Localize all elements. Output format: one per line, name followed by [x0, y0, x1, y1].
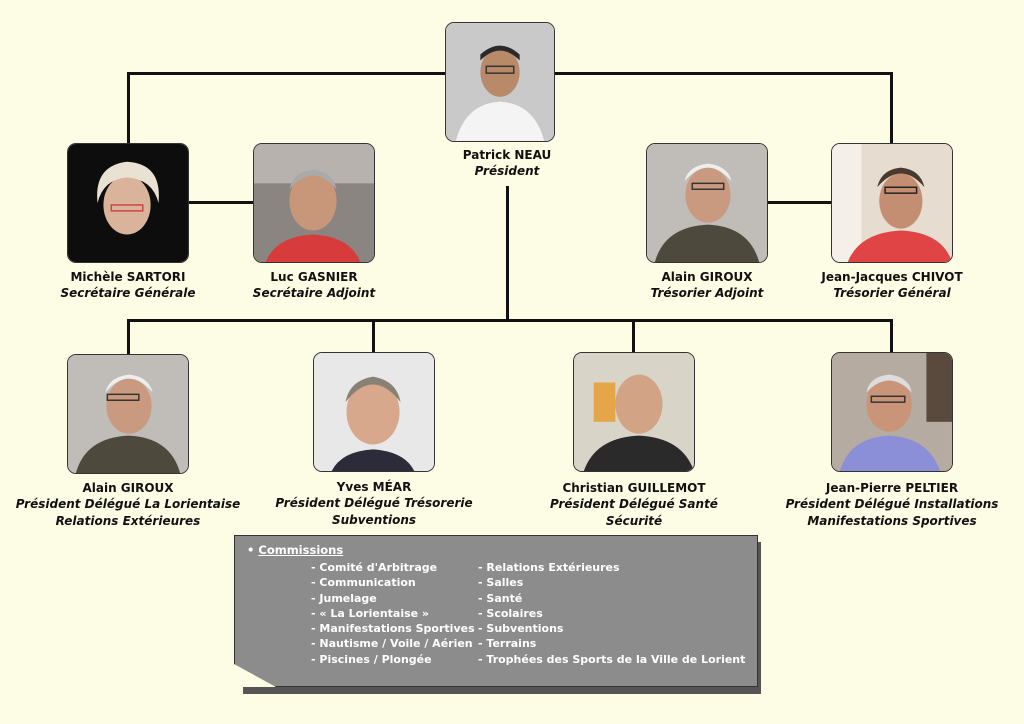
row2-name-2: Yves MÉAR [336, 480, 412, 494]
row2-role-1: Président Délégué La Lorientaise Relatio… [16, 496, 240, 530]
row2-role-1-line2: Relations Extérieures [55, 514, 201, 528]
connector-drop-1 [127, 319, 130, 355]
row2-role-1-line1: Président Délégué La Lorientaise [15, 497, 241, 511]
connector-secretaries [189, 201, 253, 204]
commissions-box-fold [234, 664, 276, 687]
giroux-photo-1 [646, 143, 768, 263]
commission-item: - « La Lorientaise » [311, 606, 430, 620]
connector-left-drop [127, 72, 130, 144]
chivot-photo [831, 143, 953, 263]
row1-role-2: Secrétaire Adjoint [252, 286, 376, 300]
commissions-title-text: Commissions [258, 543, 344, 557]
president-name: Patrick NEAU [462, 148, 552, 162]
commission-item: - Santé [478, 591, 523, 605]
row2-role-2-line1: Président Délégué Trésorerie [275, 496, 473, 510]
row2-role-2: Président Délégué Trésorerie Subventions [275, 495, 472, 529]
commission-item: - Manifestations Sportives [311, 622, 475, 636]
president-photo [445, 22, 555, 142]
commission-item: - Piscines / Plongée [311, 652, 432, 666]
row2-role-4: Président Délégué Installations Manifest… [786, 496, 999, 530]
row2-name-4: Jean-Pierre PELTIER [825, 481, 959, 495]
commissions-title: • Commissions [247, 543, 343, 557]
commission-item: - Scolaires [478, 606, 543, 620]
sartori-photo [67, 143, 189, 263]
commission-item: - Comité d'Arbitrage [311, 561, 438, 574]
connector-drop-2 [372, 319, 375, 353]
commission-item: - Salles [478, 576, 524, 590]
guillemot-photo [573, 352, 695, 472]
row2-role-4-line1: Président Délégué Installations [785, 497, 999, 511]
gasnier-photo [253, 143, 375, 263]
connector-bottom-horizontal [127, 319, 893, 322]
commissions-right-list: - Relations Extérieures - Salles - Santé… [478, 560, 745, 667]
row2-name-1: Alain GIROUX [82, 481, 174, 495]
commission-item: - Relations Extérieures [478, 561, 620, 574]
peltier-photo [831, 352, 953, 472]
commission-item: - Jumelage [311, 591, 377, 605]
president-role: Président [474, 164, 540, 178]
commission-item: - Communication [311, 576, 416, 590]
row1-role-4: Trésorier Général [833, 286, 951, 300]
connector-president-down [506, 186, 509, 321]
commissions-left-list: - Comité d'Arbitrage - Communication - J… [311, 560, 475, 667]
row2-role-3-line2: Sécurité [605, 514, 663, 528]
giroux-photo-2 [67, 354, 189, 474]
connector-right-drop [890, 72, 893, 144]
commission-item: - Trophées des Sports de la Ville de Lor… [478, 652, 746, 666]
row2-role-4-line2: Manifestations Sportives [807, 514, 977, 528]
commissions-box [234, 535, 758, 687]
row1-role-3: Trésorier Adjoint [650, 286, 764, 300]
row1-name-4: Jean-Jacques CHIVOT [821, 270, 963, 284]
row2-role-2-line2: Subventions [331, 513, 417, 527]
row1-role-1: Secrétaire Générale [60, 286, 196, 300]
row1-name-3: Alain GIROUX [661, 270, 753, 284]
commission-item: - Nautisme / Voile / Aérien [311, 637, 473, 651]
connector-drop-3 [632, 319, 635, 353]
row2-role-3: Président Délégué Santé Sécurité [550, 496, 718, 530]
commissions-bullet: • [247, 543, 255, 557]
mear-photo [313, 352, 435, 472]
commission-item: - Terrains [478, 637, 537, 651]
commission-item: - Subventions [478, 622, 564, 636]
connector-drop-4 [890, 319, 893, 353]
row2-name-3: Christian GUILLEMOT [562, 481, 706, 495]
connector-treasurers [767, 201, 831, 204]
row1-name-1: Michèle SARTORI [70, 270, 186, 284]
row2-role-3-line1: Président Délégué Santé [550, 497, 718, 511]
row1-name-2: Luc GASNIER [270, 270, 358, 284]
